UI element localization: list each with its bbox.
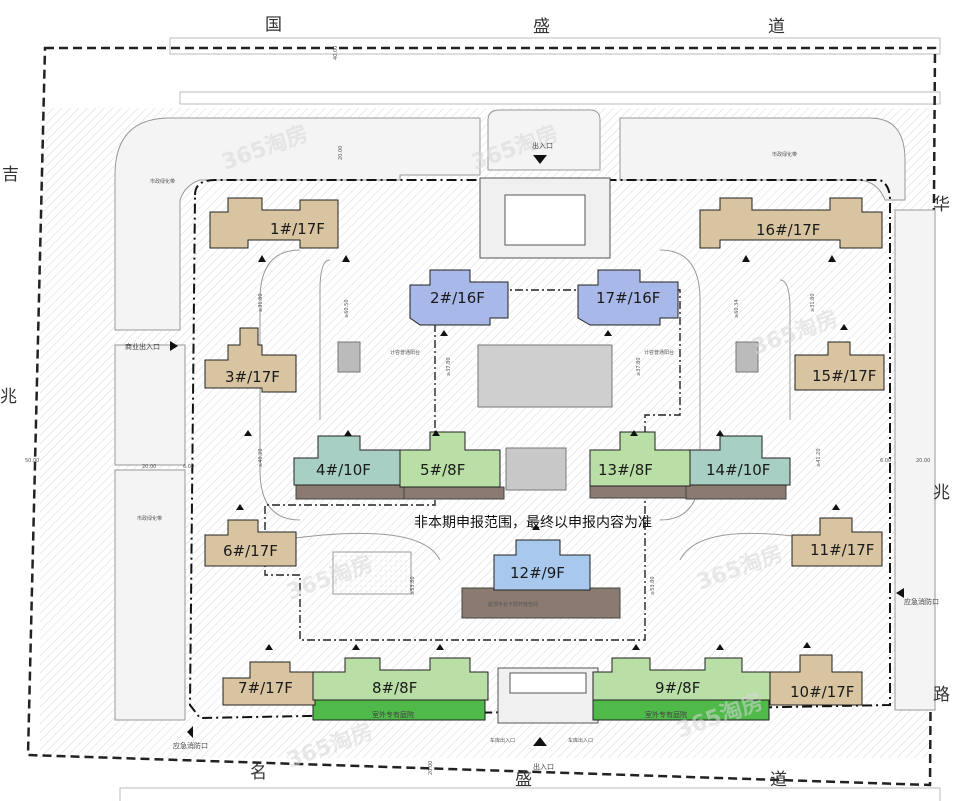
- building-4-label: 4#/10F: [316, 461, 371, 479]
- dim-north: 40.00: [333, 46, 339, 60]
- platform-label: 屋顶平台下层开放空间: [488, 601, 538, 608]
- building-16-footprint[interactable]: [699, 197, 883, 249]
- road-east-char-1: 华: [933, 195, 950, 215]
- courtyard-9-label: 室外专有庭院: [645, 710, 687, 719]
- building-13-label: 13#/8F: [598, 461, 653, 479]
- dim-4120: ≥41.20: [816, 448, 822, 467]
- podium-12: [461, 587, 621, 619]
- dim-top: 20.00: [338, 146, 344, 160]
- road-south-char-3: 道: [770, 770, 787, 790]
- building-4-footprint[interactable]: [293, 435, 401, 486]
- building-1-label: 1#/17F: [270, 220, 325, 238]
- south-entrance-arrow-icon: [533, 737, 547, 746]
- scope-note: 非本期申报范围，最终以申报内容为准: [414, 514, 652, 531]
- building-5-label: 5#/8F: [420, 461, 465, 479]
- road-west-char-2: 兆: [0, 387, 17, 407]
- dim-600b: 6.00: [880, 458, 891, 464]
- green-belt-w-label: 市政绿化带: [137, 515, 162, 522]
- dim-south: 20.00: [428, 761, 434, 775]
- dim-east: 20.00: [916, 458, 930, 464]
- building-11-label: 11#/17F: [810, 541, 874, 559]
- road-north-char-2: 盛: [533, 17, 550, 37]
- building-13-footprint[interactable]: [589, 431, 691, 487]
- west-entrance-label: 商业出入口: [125, 342, 160, 351]
- building-17-footprint[interactable]: [577, 269, 679, 326]
- north-entrance-arrow-icon: [533, 155, 547, 164]
- building-1-footprint[interactable]: [209, 197, 339, 249]
- dim-5380b: ≥53.80: [650, 576, 656, 595]
- building-12-footprint[interactable]: [493, 539, 591, 591]
- road-east-char-2: 兆: [933, 483, 950, 503]
- balcony-left-label: 计容普通阳台: [390, 349, 420, 356]
- sw-emergency-label: 应急消防口: [173, 741, 208, 750]
- dim-west: 50.00: [25, 458, 39, 464]
- building-10-label: 10#/17F: [790, 683, 854, 701]
- dim-3780b: ≥37.80: [636, 357, 642, 376]
- building-9-label: 9#/8F: [655, 679, 700, 697]
- building-15-label: 15#/17F: [812, 367, 876, 385]
- west-entrance-arrow-icon: [170, 341, 178, 351]
- building-14-footprint[interactable]: [689, 435, 791, 486]
- building-3-label: 3#/17F: [225, 368, 280, 386]
- building-8-footprint[interactable]: [312, 657, 489, 701]
- building-7-footprint[interactable]: [222, 661, 316, 706]
- building-2-footprint[interactable]: [409, 269, 509, 326]
- sw-emergency-arrow-icon: [187, 726, 193, 738]
- buildings: [204, 197, 885, 706]
- vehicle-entrance-2: 车库出入口: [568, 737, 593, 744]
- south-entrance-label: 出入口: [533, 762, 554, 771]
- dim-3180b: ≥31.80: [810, 293, 816, 312]
- building-2-label: 2#/16F: [430, 289, 485, 307]
- building-10-footprint[interactable]: [769, 654, 863, 706]
- dim-600a: 6.00: [183, 464, 194, 470]
- dim-6050: ≥60.50: [344, 299, 350, 318]
- road-north-char-3: 道: [768, 17, 785, 37]
- road-west-char-1: 吉: [2, 165, 19, 185]
- marker-icons: [236, 255, 848, 650]
- road-south-char-1: 名: [250, 763, 267, 783]
- balcony-right-label: 计容普通阳台: [644, 349, 674, 356]
- building-6-footprint[interactable]: [204, 519, 297, 567]
- building-8-label: 8#/8F: [372, 679, 417, 697]
- podium-4: [295, 484, 417, 500]
- building-5-footprint[interactable]: [399, 431, 501, 488]
- east-emergency-label: 应急消防口: [904, 597, 939, 606]
- green-belt-ne-label: 市政绿化带: [772, 151, 797, 158]
- dim-4020: ≥40.20: [258, 448, 264, 467]
- building-14-label: 14#/10F: [706, 461, 770, 479]
- building-11-footprint[interactable]: [791, 517, 883, 567]
- central-plaza: [477, 344, 613, 408]
- dim-3780a: ≥37.80: [446, 357, 452, 376]
- courtyard-8-label: 室外专有庭院: [372, 710, 414, 719]
- road-north-char-1: 国: [265, 15, 282, 35]
- building-16-label: 16#/17F: [756, 221, 820, 239]
- vehicle-entrance-1: 车库出入口: [490, 737, 515, 744]
- building-6-label: 6#/17F: [223, 542, 278, 560]
- dim-5380a: ≥53.80: [410, 576, 416, 595]
- dim-west2: 20.00: [142, 464, 156, 470]
- building-15-footprint[interactable]: [794, 341, 885, 391]
- building-17-label: 17#/16F: [596, 289, 660, 307]
- road-east-char-3: 路: [933, 685, 950, 705]
- green-belt-nw-label: 市政绿化带: [150, 178, 175, 185]
- building-7-label: 7#/17F: [238, 679, 293, 697]
- building-12-label: 12#/9F: [510, 564, 565, 582]
- north-entrance-label: 出入口: [532, 141, 553, 150]
- dim-3180a: ≥31.80: [258, 293, 264, 312]
- dim-6034: ≥60.34: [734, 299, 740, 318]
- north-road-strip: [169, 37, 941, 55]
- site-boundary: [26, 46, 937, 787]
- building-3-footprint[interactable]: [204, 327, 297, 393]
- road-south-char-2: 盛: [515, 770, 532, 790]
- east-emergency-arrow-icon: [896, 588, 904, 598]
